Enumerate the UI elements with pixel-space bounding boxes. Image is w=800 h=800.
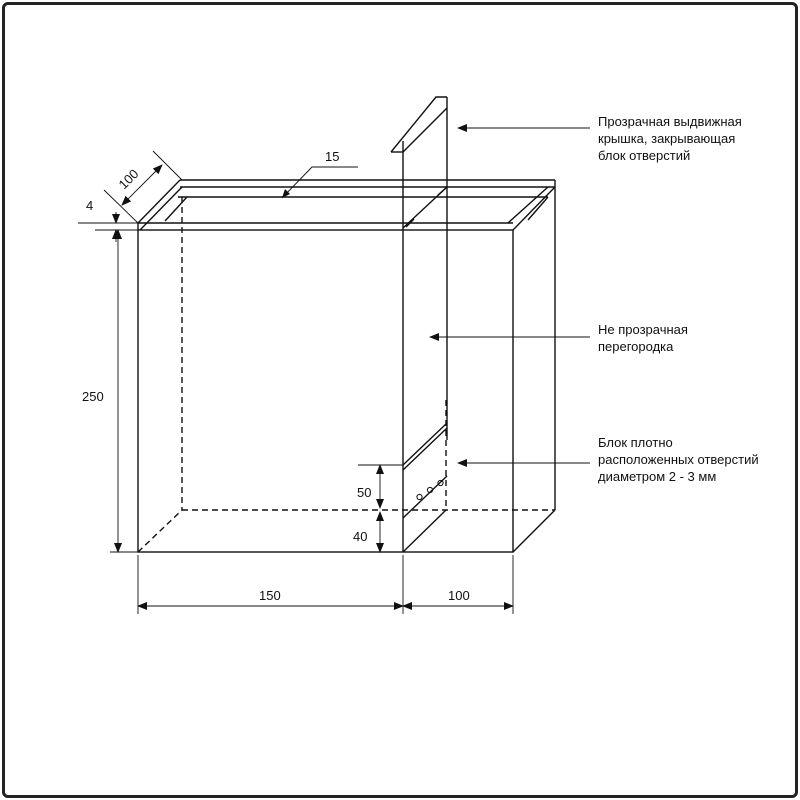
partition (402, 97, 448, 553)
dim-15: 15 (325, 149, 339, 164)
dim-100-depth: 100 (116, 166, 142, 192)
box-outline (137, 179, 556, 553)
partition-label-1: Не прозрачная (598, 322, 688, 337)
dimension-labels: 4 250 100 15 150 100 50 40 (82, 149, 470, 603)
lid-label-3: блок отверстий (598, 148, 690, 163)
dim-150: 150 (259, 588, 281, 603)
holes-label-3: диаметром 2 - 3 мм (598, 469, 716, 484)
dimension-lines (78, 124, 590, 614)
holes-label-1: Блок плотно (598, 435, 673, 450)
dim-50: 50 (357, 485, 371, 500)
hole (416, 493, 423, 501)
dim-4: 4 (86, 198, 93, 213)
lid-label-2: крышка, закрывающая (598, 131, 735, 146)
partition-label-2: перегородка (598, 339, 674, 354)
dim-100-side: 100 (448, 588, 470, 603)
sliding-lid (390, 96, 448, 153)
hole (426, 486, 434, 494)
callout-labels: Прозрачная выдвижная крышка, закрывающая… (598, 114, 759, 484)
hole-pattern (416, 479, 444, 501)
dim-40: 40 (353, 529, 367, 544)
dim-250: 250 (82, 389, 104, 404)
holes-label-2: расположенных отверстий (598, 452, 759, 467)
holes-block (402, 422, 448, 519)
lid-label-1: Прозрачная выдвижная (598, 114, 742, 129)
hole (437, 479, 444, 487)
